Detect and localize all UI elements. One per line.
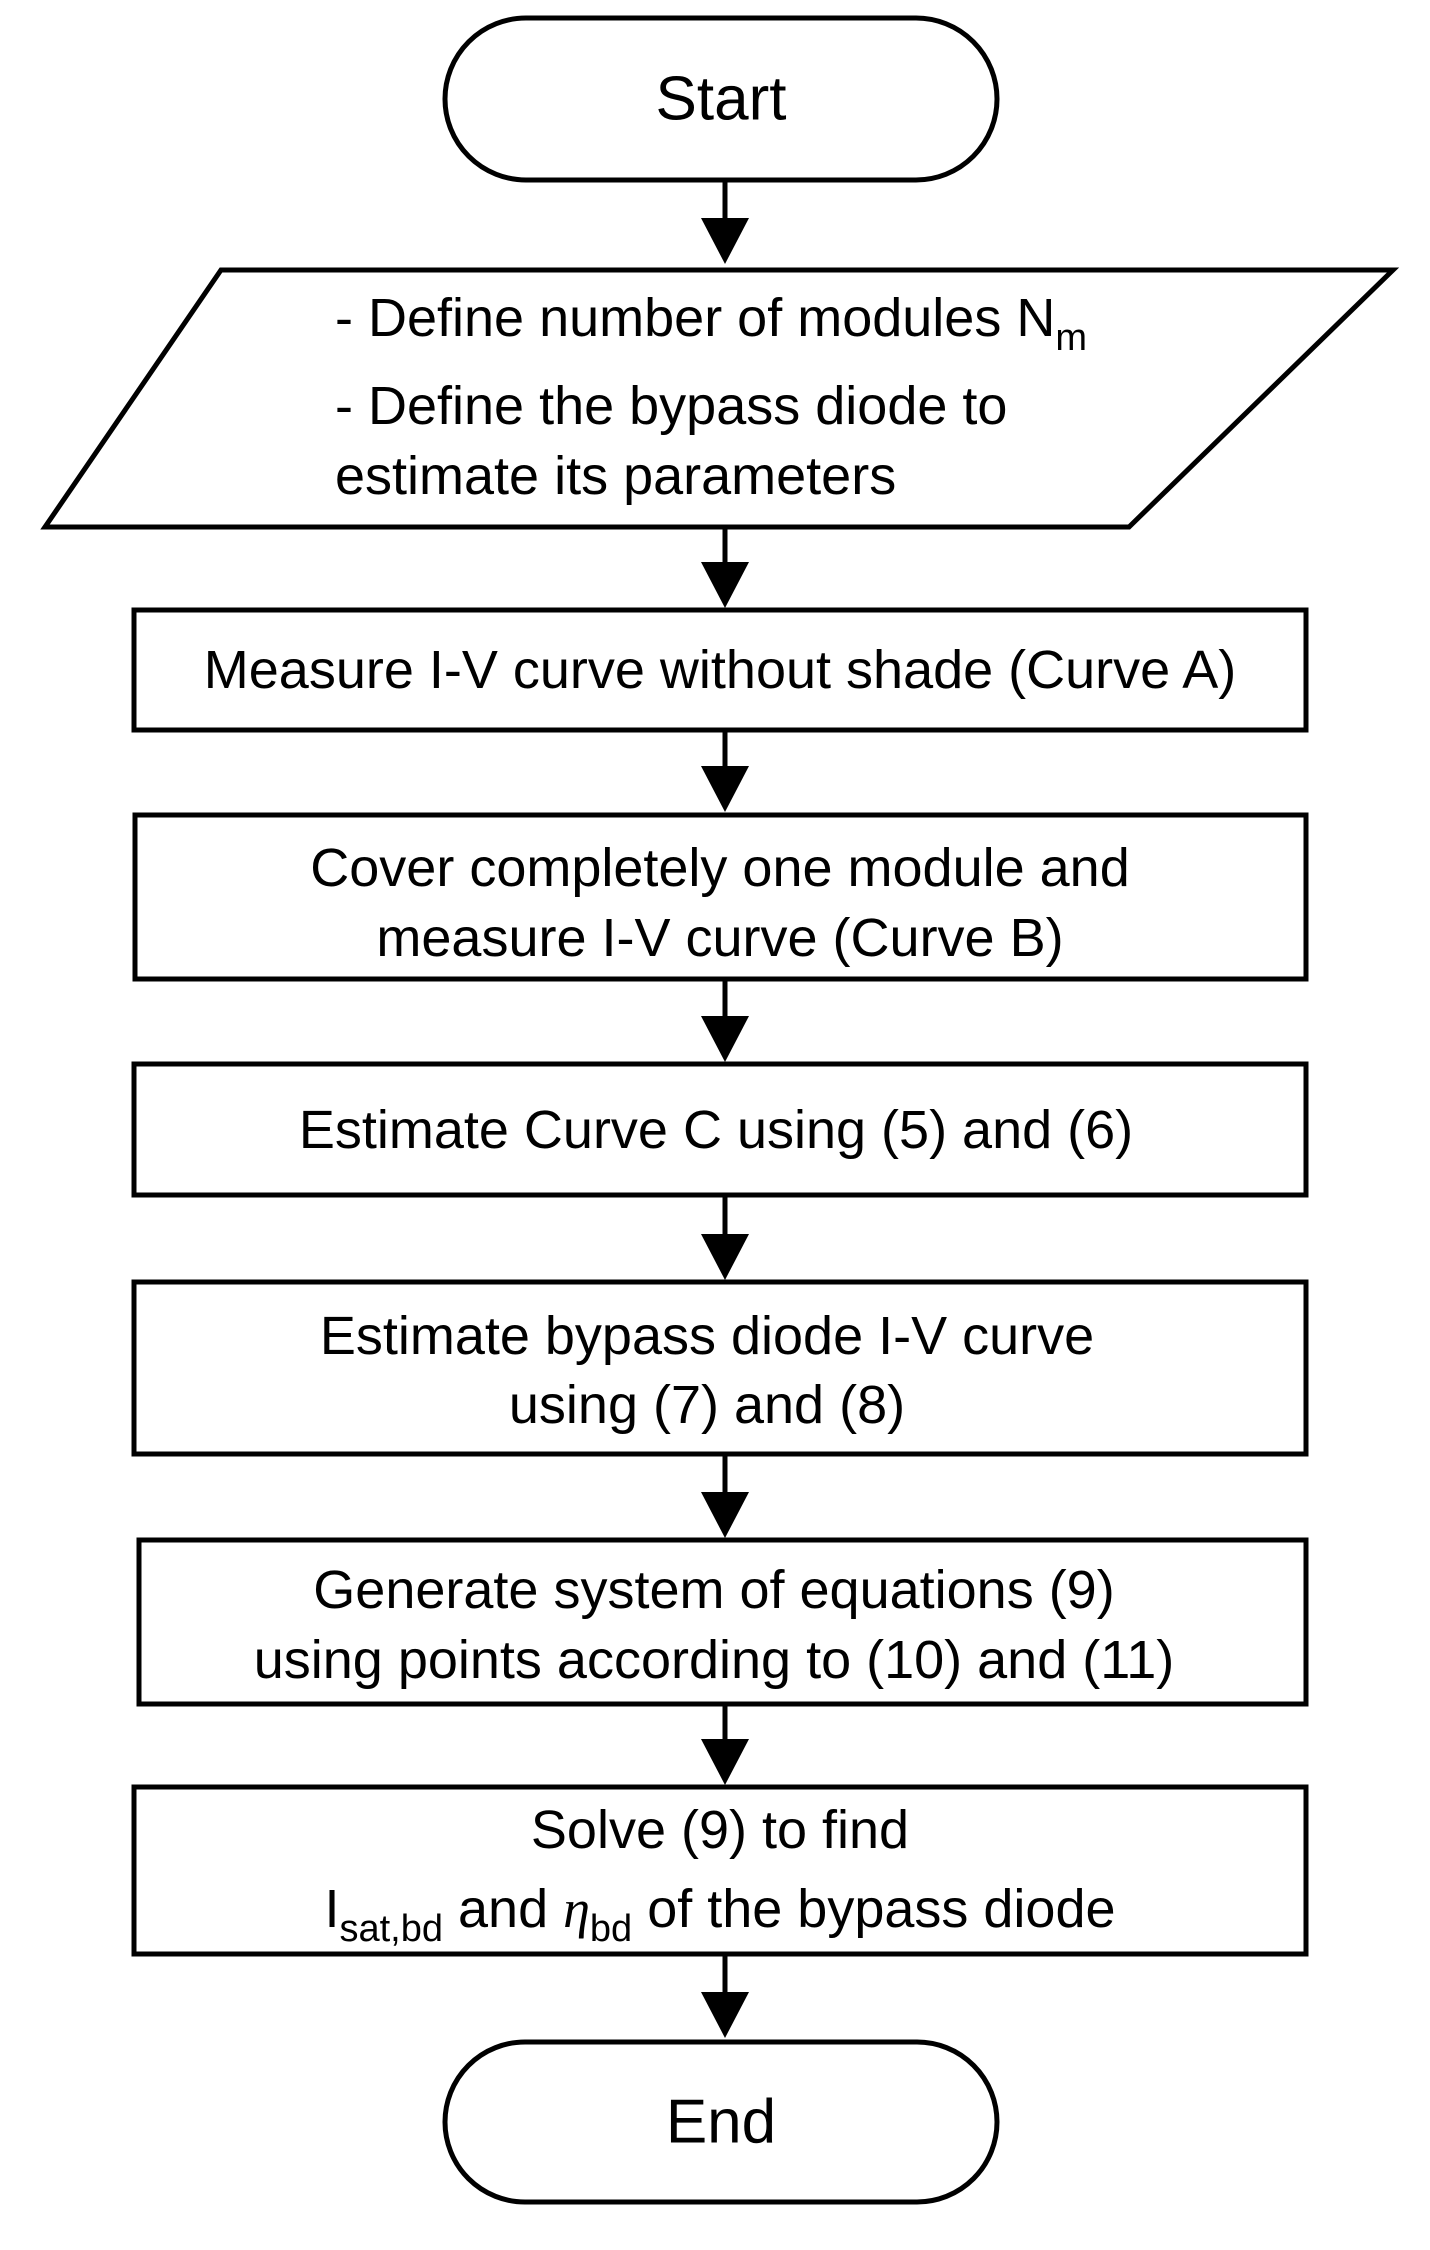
input-line-2: - Define the bypass diode to — [335, 376, 1007, 436]
connector-solve-to-end — [701, 1954, 749, 2038]
arrowhead — [701, 766, 749, 812]
solve-box — [131, 1784, 1309, 1957]
arrowhead — [701, 1492, 749, 1538]
input-line-1: - Define number of modules Nm — [335, 288, 1087, 359]
process-step-2-line-1: Cover completely one module and — [310, 838, 1129, 898]
eta-symbol: η — [563, 1879, 590, 1939]
connector-step-3-to-step-4 — [701, 1195, 749, 1280]
end-label: End — [666, 2088, 776, 2157]
solve-line-1: Solve (9) to find — [531, 1800, 909, 1860]
process-box-4 — [131, 1279, 1309, 1457]
isat-symbol: I — [324, 1879, 339, 1939]
process-box-5 — [136, 1537, 1309, 1707]
start-terminal: Start — [442, 15, 1000, 183]
process-step-2-line-2: measure I-V curve (Curve B) — [376, 908, 1063, 968]
connector-start-to-input — [701, 180, 749, 264]
connector-input-to-step-1 — [701, 527, 749, 608]
connector-step-5-to-solve — [701, 1704, 749, 1785]
solve-tail-text: of the bypass diode — [632, 1879, 1115, 1939]
process-box-3 — [131, 1061, 1309, 1198]
process-box-2 — [132, 812, 1309, 982]
arrowhead — [701, 1016, 749, 1062]
arrowhead — [701, 1992, 749, 2038]
process-box-1 — [131, 607, 1309, 733]
start-label: Start — [656, 65, 787, 134]
eta-subscript: bd — [590, 1908, 632, 1950]
solve-and-text: and — [443, 1879, 563, 1939]
end-shape — [442, 2039, 1000, 2205]
arrowhead — [701, 1739, 749, 1785]
input-line-1-text: - Define number of modules N — [335, 288, 1055, 348]
connector-step-2-to-step-3 — [701, 979, 749, 1062]
solve-line-2: Isat,bd and ηbd of the bypass diode — [324, 1879, 1115, 1950]
process-step-4-line-2: using (7) and (8) — [509, 1375, 905, 1435]
connector-step-1-to-step-2 — [701, 730, 749, 812]
connector-step-4-to-step-5 — [701, 1454, 749, 1538]
input-parallelogram — [40, 267, 1400, 530]
process-step-1-line-1: Measure I-V curve without shade (Curve A… — [204, 640, 1236, 700]
process-step-4: Estimate bypass diode I-V curve using (7… — [131, 1279, 1309, 1457]
process-step-5-line-2: using points according to (10) and (11) — [254, 1630, 1175, 1690]
input-line-1-sub: m — [1055, 317, 1087, 359]
input-line-3: estimate its parameters — [335, 446, 896, 506]
process-step-4-line-1: Estimate bypass diode I-V curve — [320, 1306, 1094, 1366]
arrowhead — [701, 1234, 749, 1280]
process-step-5: Generate system of equations (9) using p… — [136, 1537, 1309, 1707]
solve-step: Solve (9) to find Isat,bd and ηbd of the… — [131, 1784, 1309, 1957]
isat-subscript: sat,bd — [339, 1908, 443, 1950]
start-shape — [442, 15, 1000, 183]
input-step: - Define number of modules Nm - Define t… — [40, 267, 1400, 530]
process-step-3: Estimate Curve C using (5) and (6) — [131, 1061, 1309, 1198]
process-step-5-line-1: Generate system of equations (9) — [313, 1560, 1114, 1620]
process-step-3-line-1: Estimate Curve C using (5) and (6) — [299, 1100, 1133, 1160]
arrowhead — [701, 562, 749, 608]
process-step-2: Cover completely one module and measure … — [132, 812, 1309, 982]
process-step-1: Measure I-V curve without shade (Curve A… — [131, 607, 1309, 733]
arrowhead — [701, 218, 749, 264]
end-terminal: End — [442, 2039, 1000, 2205]
